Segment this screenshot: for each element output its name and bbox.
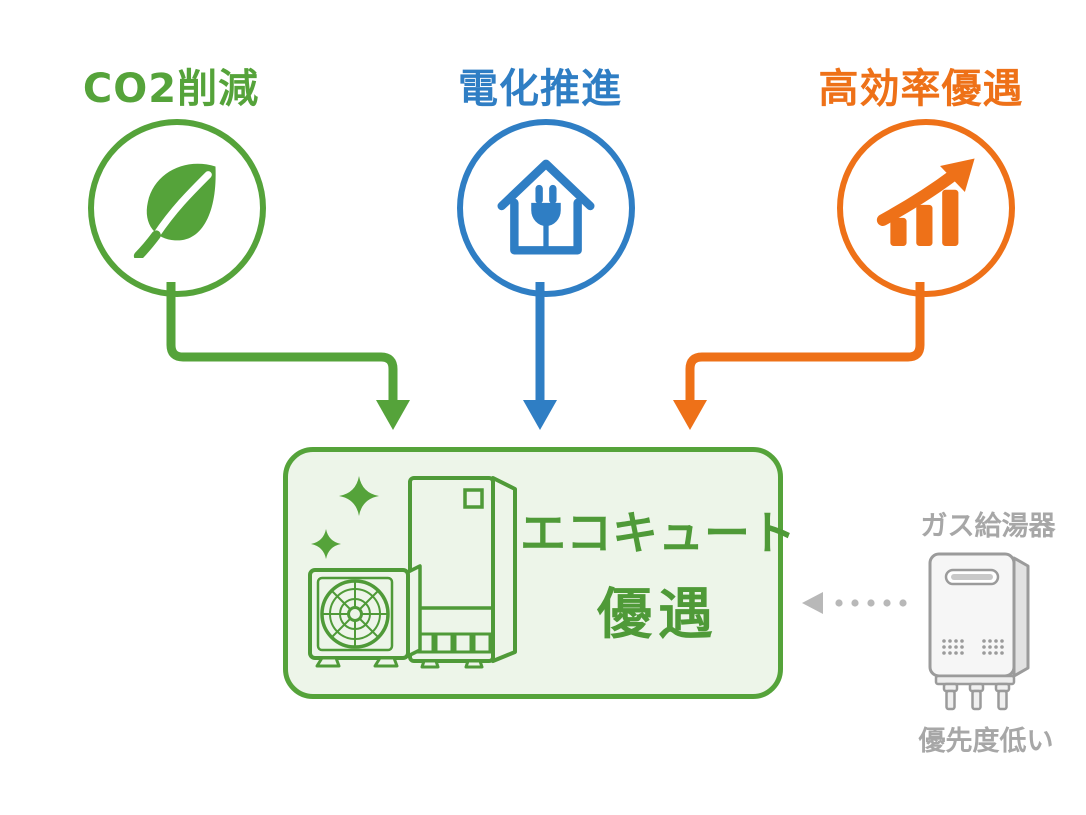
ecocute-priority-title: エコキュート 優遇 bbox=[520, 452, 796, 694]
growth-chart-icon bbox=[872, 152, 980, 264]
house-plug-icon bbox=[488, 148, 604, 268]
gas-water-heater-illustration bbox=[928, 552, 1030, 711]
connector-arrow-high-efficiency bbox=[673, 282, 925, 430]
connector-arrow-co2 bbox=[166, 282, 410, 430]
ecocute-title-line2: 優遇 bbox=[596, 582, 719, 646]
connector-arrow-electrification bbox=[523, 282, 557, 430]
leaf-icon bbox=[125, 154, 229, 262]
ecocute-heat-pump-illustration bbox=[308, 476, 517, 669]
ecocute-priority-box: エコキュート 優遇 bbox=[283, 447, 796, 699]
label-co2-reduction: CO2削減 bbox=[82, 66, 260, 112]
circle-electrification bbox=[457, 119, 635, 297]
label-high-efficiency: 高効率優遇 bbox=[818, 66, 1024, 112]
label-low-priority: 優先度低い bbox=[918, 726, 1054, 757]
circle-high-efficiency bbox=[837, 119, 1015, 297]
circle-co2-reduction bbox=[88, 119, 266, 297]
label-electrification: 電化推進 bbox=[458, 66, 622, 112]
dotted-arrow-left-icon bbox=[802, 592, 907, 614]
ecocute-title-line1: エコキュート bbox=[520, 506, 796, 560]
label-gas-water-heater: ガス給湯器 bbox=[920, 511, 1056, 542]
